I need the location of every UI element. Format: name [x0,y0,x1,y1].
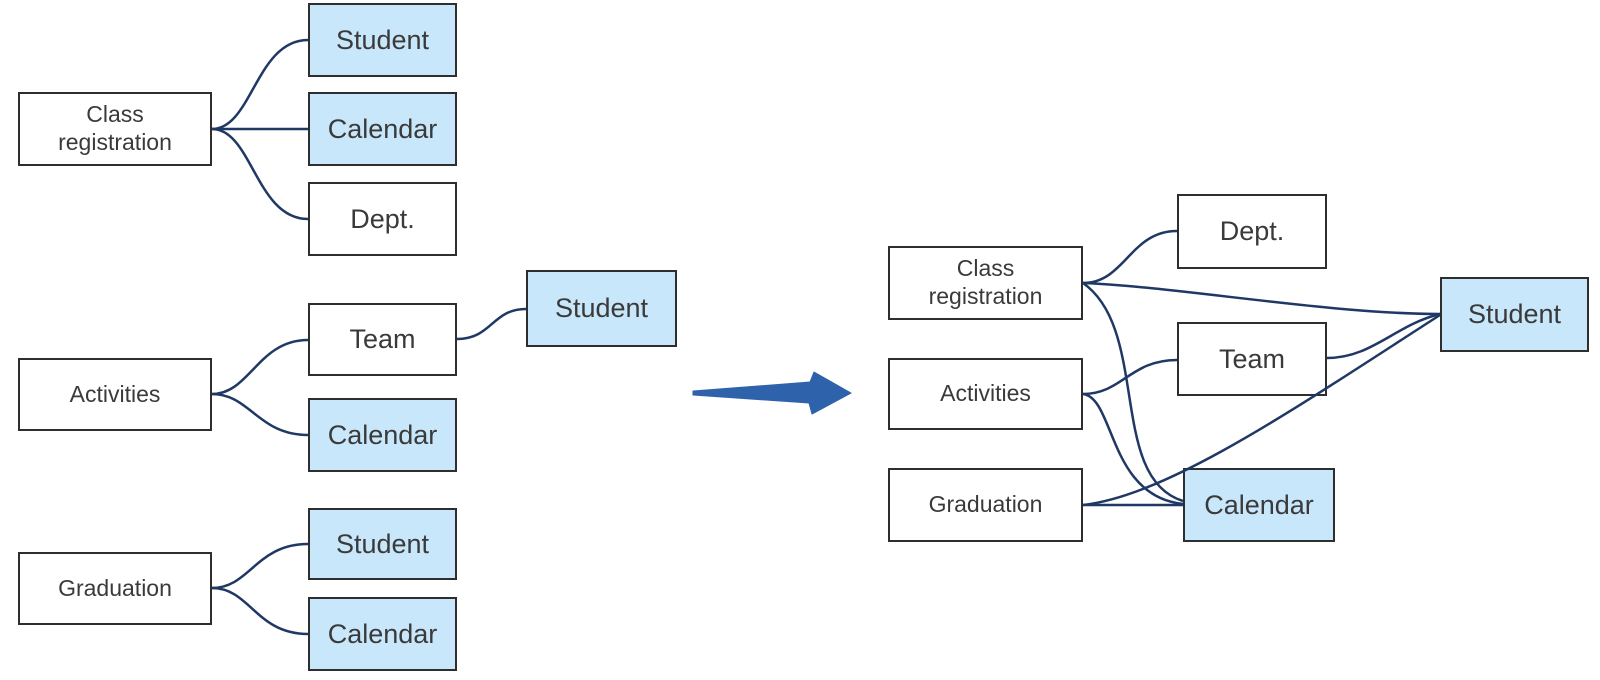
edge-left-classreg-dept [211,127,309,221]
right-dept-node: Dept. [1177,194,1327,269]
node-label: Dept. [1219,216,1285,247]
left-graduation-node: Graduation [18,552,212,625]
edge-right-classreg-calendar [1082,281,1184,503]
node-label: Calendar [1204,489,1314,520]
edge-left-activities-team [211,338,309,396]
left-tree1-dept-node: Dept. [308,182,457,256]
edge-left-activities-calendar [211,392,309,437]
node-label: Calendar [327,113,438,144]
edge-left-classreg-student [211,38,309,131]
right-student-node: Student [1440,277,1589,352]
left-tree2-team-node: Team [308,303,457,376]
node-label: Student [335,528,430,559]
node-label: Student [554,293,649,324]
node-label: Student [1467,299,1562,330]
right-graduation-node: Graduation [888,468,1083,542]
node-label: Graduation [928,491,1043,518]
node-label: Dept. [350,203,415,234]
left-class-registration-node: Class registration [18,92,212,166]
node-label: Activities [69,380,161,407]
node-label: Calendar [327,618,438,649]
edge-right-classreg-dept [1082,229,1178,285]
node-label: Graduation [58,574,172,601]
right-class-registration-node: Class registration [888,246,1083,320]
left-tree2-student-node: Student [526,270,677,347]
node-label: Class registration [58,101,172,155]
node-label: Class registration [928,255,1043,309]
edge-right-activities-team [1082,358,1178,396]
node-label: Team [349,324,416,355]
edge-right-classreg-student [1082,281,1441,316]
edge-left-graduation-calendar [211,586,309,636]
left-tree1-student-node: Student [308,3,457,77]
right-team-node: Team [1177,322,1327,396]
left-tree2-calendar-node: Calendar [308,398,457,472]
edge-right-team-student [1326,312,1441,360]
node-label: Calendar [327,419,438,450]
edge-left-team-student [456,307,527,341]
left-activities-node: Activities [18,358,212,431]
arrow-right-icon [692,371,852,415]
node-label: Activities [940,380,1031,407]
node-label: Team [1218,343,1286,374]
right-calendar-node: Calendar [1183,468,1335,542]
left-tree1-calendar-node: Calendar [308,92,457,166]
left-tree3-calendar-node: Calendar [308,597,457,671]
edge-right-activities-calendar [1082,392,1184,506]
edge-left-graduation-student [211,542,309,590]
right-activities-node: Activities [888,358,1083,430]
node-label: Student [335,24,430,55]
left-tree3-student-node: Student [308,508,457,580]
